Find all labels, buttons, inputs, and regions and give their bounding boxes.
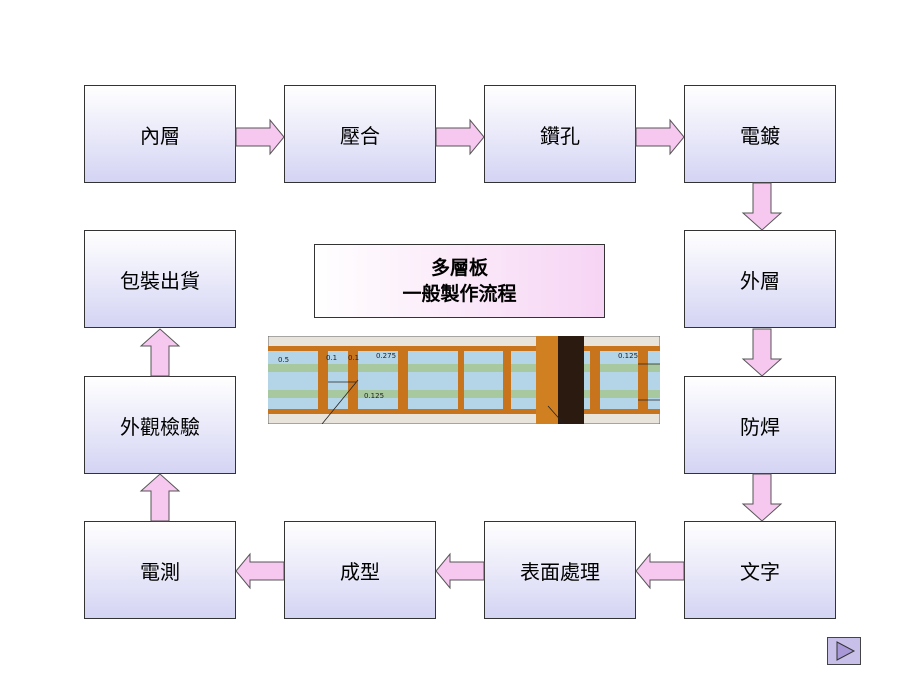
play-triangle-icon[interactable] [827,637,861,665]
step-label: 防焊 [740,414,780,439]
arrow-right-2 [435,118,485,156]
step-box-surface-finish: 表面處理 [484,521,636,619]
step-box-plating: 電鍍 [684,85,836,183]
arrow-left-2 [435,552,485,590]
step-label: 表面處理 [520,559,600,584]
step-label: 外層 [740,268,780,293]
step-box-lamination: 壓合 [284,85,436,183]
arrow-right-1 [235,118,285,156]
arrow-left-1 [635,552,685,590]
arrow-down-1 [741,182,783,231]
step-box-drilling: 鑽孔 [484,85,636,183]
step-box-inner-layer: 內層 [84,85,236,183]
step-box-legend-print: 文字 [684,521,836,619]
step-box-profiling: 成型 [284,521,436,619]
step-label: 外觀檢驗 [120,414,200,439]
step-label: 包裝出貨 [120,268,200,293]
step-box-electrical-test: 電測 [84,521,236,619]
step-label: 鑽孔 [540,123,580,148]
arrow-up-2 [139,328,181,377]
title-line-2: 一般製作流程 [402,283,517,305]
step-label: 電鍍 [740,123,780,148]
dim-label: 0.125 [364,392,384,400]
dim-label: 0.5 [278,356,289,364]
step-label: 文字 [740,559,780,584]
arrow-up-1 [139,473,181,522]
dim-label: 0.1 [348,354,359,362]
step-box-visual-inspection: 外觀檢驗 [84,376,236,474]
dim-label: 0.1 [326,354,337,362]
step-box-outer-layer: 外層 [684,230,836,328]
arrow-left-3 [235,552,285,590]
dim-label: 0.125 [618,352,638,360]
step-label: 成型 [340,559,380,584]
step-label: 電測 [140,559,180,584]
arrow-down-2 [741,328,783,377]
title-line-1: 多層板 [430,257,488,279]
step-box-solder-mask: 防焊 [684,376,836,474]
step-label: 壓合 [340,123,380,148]
arrow-right-3 [635,118,685,156]
arrow-down-3 [741,473,783,522]
step-box-packing-shipping: 包裝出貨 [84,230,236,328]
dim-label: 0.275 [376,352,396,360]
pcb-cross-section-image: 0.5 0.1 0.1 0.275 0.125 0.125 [268,336,660,424]
step-label: 內層 [140,123,180,148]
diagram-title: 多層板 一般製作流程 [314,244,605,318]
